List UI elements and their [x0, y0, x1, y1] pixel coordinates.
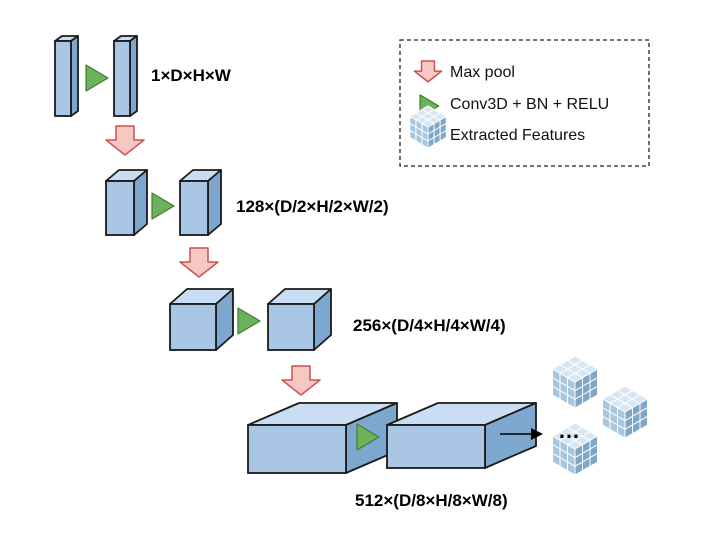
legend-label-max-pool: Max pool: [450, 64, 515, 81]
feature-cube-icon: [408, 105, 448, 149]
stage-1-conv-triangle: [85, 64, 109, 92]
stage-2-shape-label: 128×(D/2×H/2×W/2): [236, 197, 389, 216]
legend-label-conv: Conv3D + BN + RELU: [450, 96, 610, 113]
stage-1-output-block: [113, 35, 138, 117]
extracted-feature-cube-2: [601, 385, 649, 439]
stage-2-output-block: [179, 169, 222, 236]
stage-4-output-block: [386, 402, 537, 469]
stage-4-conv-triangle: [356, 423, 380, 451]
pool-arrow-3: [281, 365, 321, 396]
stage-1-shape-label: 1×D×H×W: [151, 66, 231, 85]
stage-2-input-block: [105, 169, 148, 236]
stage-3-conv-triangle: [237, 307, 261, 335]
output-arrow: [500, 428, 543, 440]
stage-3-input-block: [169, 288, 234, 351]
stage-2-conv-triangle: [151, 192, 175, 220]
extracted-feature-cube-3: [551, 422, 599, 476]
legend-label-extracted-features: Extracted Features: [450, 127, 586, 144]
pool-arrow-1: [105, 125, 145, 156]
ellipsis-text: …: [558, 418, 580, 443]
max-pool-arrow-icon: [413, 60, 443, 83]
pool-arrow-2: [179, 247, 219, 278]
stage-3-output-block: [267, 288, 332, 351]
stage-4-shape-label: 512×(D/8×H/8×W/8): [355, 491, 508, 510]
stage-3-shape-label: 256×(D/4×H/4×W/4): [353, 316, 506, 335]
legend-box: [399, 39, 650, 167]
extracted-feature-cube-1: [551, 355, 599, 409]
stage-1-input-block: [54, 35, 79, 117]
